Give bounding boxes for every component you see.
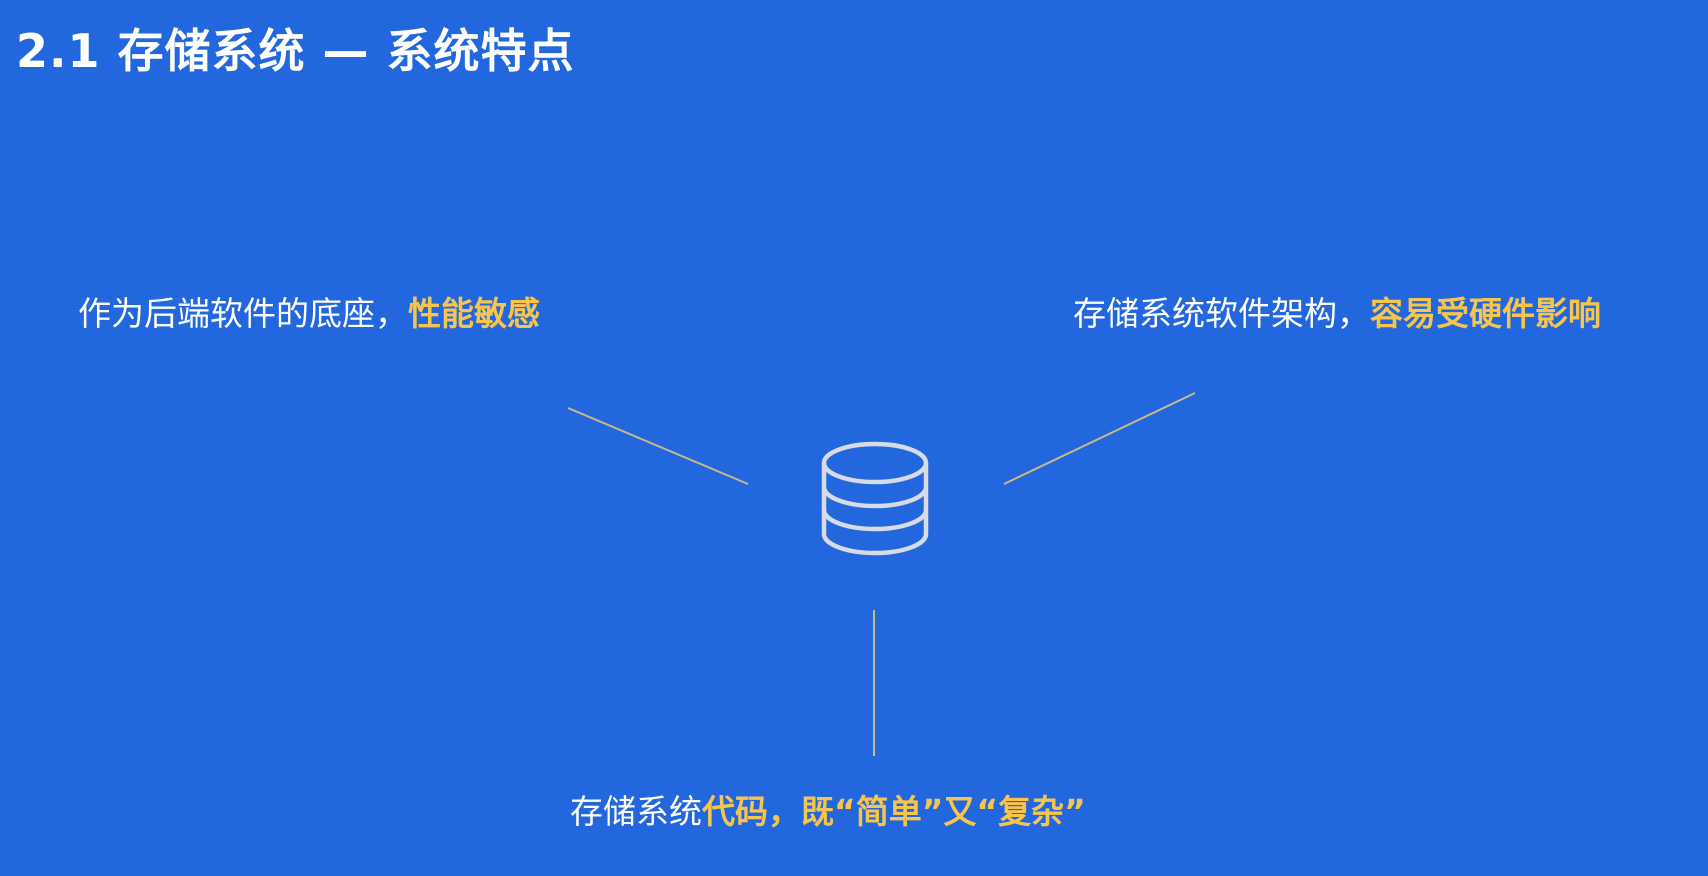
callout-right: 存储系统软件架构，容易受硬件影响 — [1073, 292, 1601, 336]
callout-bottom-highlight: 代码，既“简单”又“复杂” — [702, 792, 1086, 831]
callout-left: 作为后端软件的底座，性能敏感 — [78, 292, 540, 336]
database-icon — [821, 441, 929, 556]
callout-bottom-text: 存储系统 — [570, 792, 702, 831]
callout-right-text: 存储系统软件架构， — [1073, 294, 1370, 333]
slide-title: 2.1 存储系统 — 系统特点 — [16, 24, 575, 78]
callout-bottom: 存储系统代码，既“简单”又“复杂” — [570, 790, 1086, 834]
callout-left-text: 作为后端软件的底座， — [78, 294, 408, 333]
callout-left-highlight: 性能敏感 — [408, 294, 540, 333]
callout-right-highlight: 容易受硬件影响 — [1370, 294, 1601, 333]
connector-right — [1003, 392, 1196, 485]
connector-left — [567, 407, 749, 485]
